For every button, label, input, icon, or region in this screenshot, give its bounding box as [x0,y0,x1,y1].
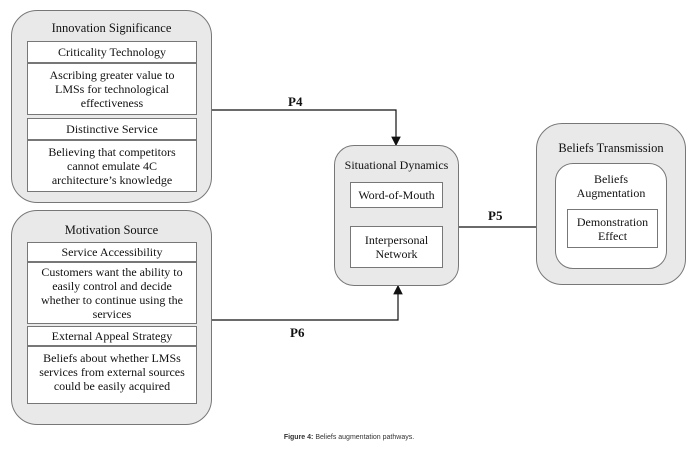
path-p4-line [212,109,401,147]
criticality-desc-line-3: effectiveness [80,96,144,110]
figure-caption-text: Beliefs augmentation pathways. [313,434,415,441]
distinctive-desc-line-3: architecture’s knowledge [51,173,173,187]
external-desc-line-3: could be easily acquired [53,379,171,393]
demonstration-effect-box: Demonstration Effect [567,209,658,248]
service-accessibility-box: Service Accessibility [27,242,197,262]
demo-line-1: Demonstration [576,214,649,229]
distinctive-desc-line-2: cannot emulate 4C [67,159,157,173]
criticality-desc-line-1: Ascribing greater value to [49,68,175,82]
interpersonal-line-2: Network [375,247,418,261]
distinctive-service-desc: Believing that competitors cannot emulat… [27,140,197,192]
word-of-mouth-box: Word-of-Mouth [350,182,443,208]
interpersonal-line-1: Interpersonal [364,233,429,247]
figure-caption: Figure 4: Beliefs augmentation pathways. [0,434,698,441]
situational-dynamics-title: Situational Dynamics [344,158,449,172]
access-desc-line-4: services [92,307,132,321]
beliefs-transmission-title: Beliefs Transmission [558,141,664,155]
motivation-source-title: Motivation Source [64,223,159,237]
access-desc-line-3: whether to continue using the [41,293,183,307]
innovation-significance-group: Innovation Significance Criticality Tech… [11,10,212,203]
beliefs-augmentation-box: Beliefs Augmentation Demonstration Effec… [555,163,667,269]
service-accessibility-desc: Customers want the ability to easily con… [27,262,197,324]
path-p6-line [212,284,403,321]
external-desc-line-2: services from external sources [39,365,185,379]
augmentation-line-1: Beliefs [594,172,628,186]
interpersonal-network-box: Interpersonal Network [350,226,443,268]
demo-line-2: Effect [597,228,628,243]
criticality-technology-desc: Ascribing greater value to LMSs for tech… [27,63,197,115]
external-appeal-desc: Beliefs about whether LMSs services from… [27,346,197,404]
innovation-significance-title: Innovation Significance [51,21,172,35]
access-desc-line-2: easily control and decide [52,279,172,293]
beliefs-augmentation-title: Beliefs Augmentation [556,172,666,200]
external-desc-line-1: Beliefs about whether LMSs [43,351,181,365]
access-desc-line-1: Customers want the ability to [41,265,183,279]
criticality-desc-line-2: LMSs for technological [55,82,169,96]
figure-caption-label: Figure 4: [283,434,314,441]
criticality-technology-box: Criticality Technology [27,41,197,63]
motivation-source-group: Motivation Source Service Accessibility … [11,210,212,425]
distinctive-desc-line-1: Believing that competitors [48,145,176,159]
path-label-p6: P6 [290,325,305,340]
path-label-p4: P4 [288,94,303,109]
situational-dynamics-group: Situational Dynamics Word-of-Mouth Inter… [334,145,459,286]
path-label-p5: P5 [488,208,503,223]
beliefs-transmission-group: Beliefs Transmission Beliefs Augmentatio… [536,123,686,285]
external-appeal-box: External Appeal Strategy [27,326,197,346]
augmentation-line-2: Augmentation [576,186,646,200]
distinctive-service-box: Distinctive Service [27,118,197,140]
